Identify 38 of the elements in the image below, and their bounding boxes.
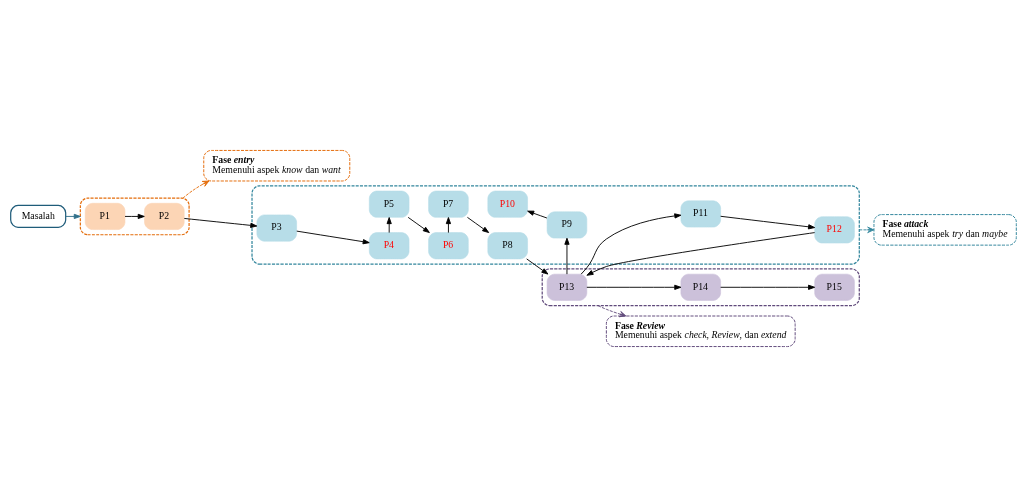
node-box: P15 — [814, 273, 855, 301]
arrow — [183, 217, 258, 228]
node-box: Masalah — [10, 204, 67, 228]
node-box: P8 — [487, 231, 528, 259]
node-box: P14 — [680, 273, 721, 301]
arrow — [407, 216, 430, 233]
node-box: P13 — [546, 273, 588, 301]
node-box: P12 — [814, 215, 855, 243]
node-box: P3 — [256, 214, 297, 241]
arrow — [296, 230, 370, 244]
cluster — [79, 197, 190, 235]
node-box: P2 — [144, 202, 185, 230]
node-box: P10 — [487, 190, 528, 218]
node-box: Fase entry Memenuhi aspek know dan want — [203, 149, 351, 181]
arrow — [564, 237, 570, 275]
arrow — [597, 304, 627, 317]
arrow — [580, 212, 682, 275]
node-box: P1 — [84, 202, 126, 230]
arrow — [527, 210, 548, 218]
arrow — [858, 226, 875, 233]
arrow — [720, 284, 816, 290]
arrow — [182, 180, 210, 199]
node-box: P9 — [546, 211, 588, 238]
node-box: P6 — [428, 231, 469, 259]
arrow — [720, 215, 816, 229]
arrow — [466, 216, 490, 233]
arrow — [526, 257, 549, 275]
node-box: P5 — [369, 190, 410, 218]
arrow — [124, 213, 145, 219]
node-box: Fase attack Memenuhi aspek try dan maybe — [873, 213, 1017, 246]
node-box: Fase Review Memenuhi aspek check, Review, dan extend — [605, 315, 796, 347]
node-box: P4 — [369, 231, 410, 259]
arrow — [386, 216, 392, 233]
arrow — [586, 231, 816, 276]
node-box: P7 — [428, 190, 469, 218]
node-box: P11 — [680, 200, 721, 227]
arrow — [445, 216, 452, 233]
arrow — [586, 284, 682, 290]
